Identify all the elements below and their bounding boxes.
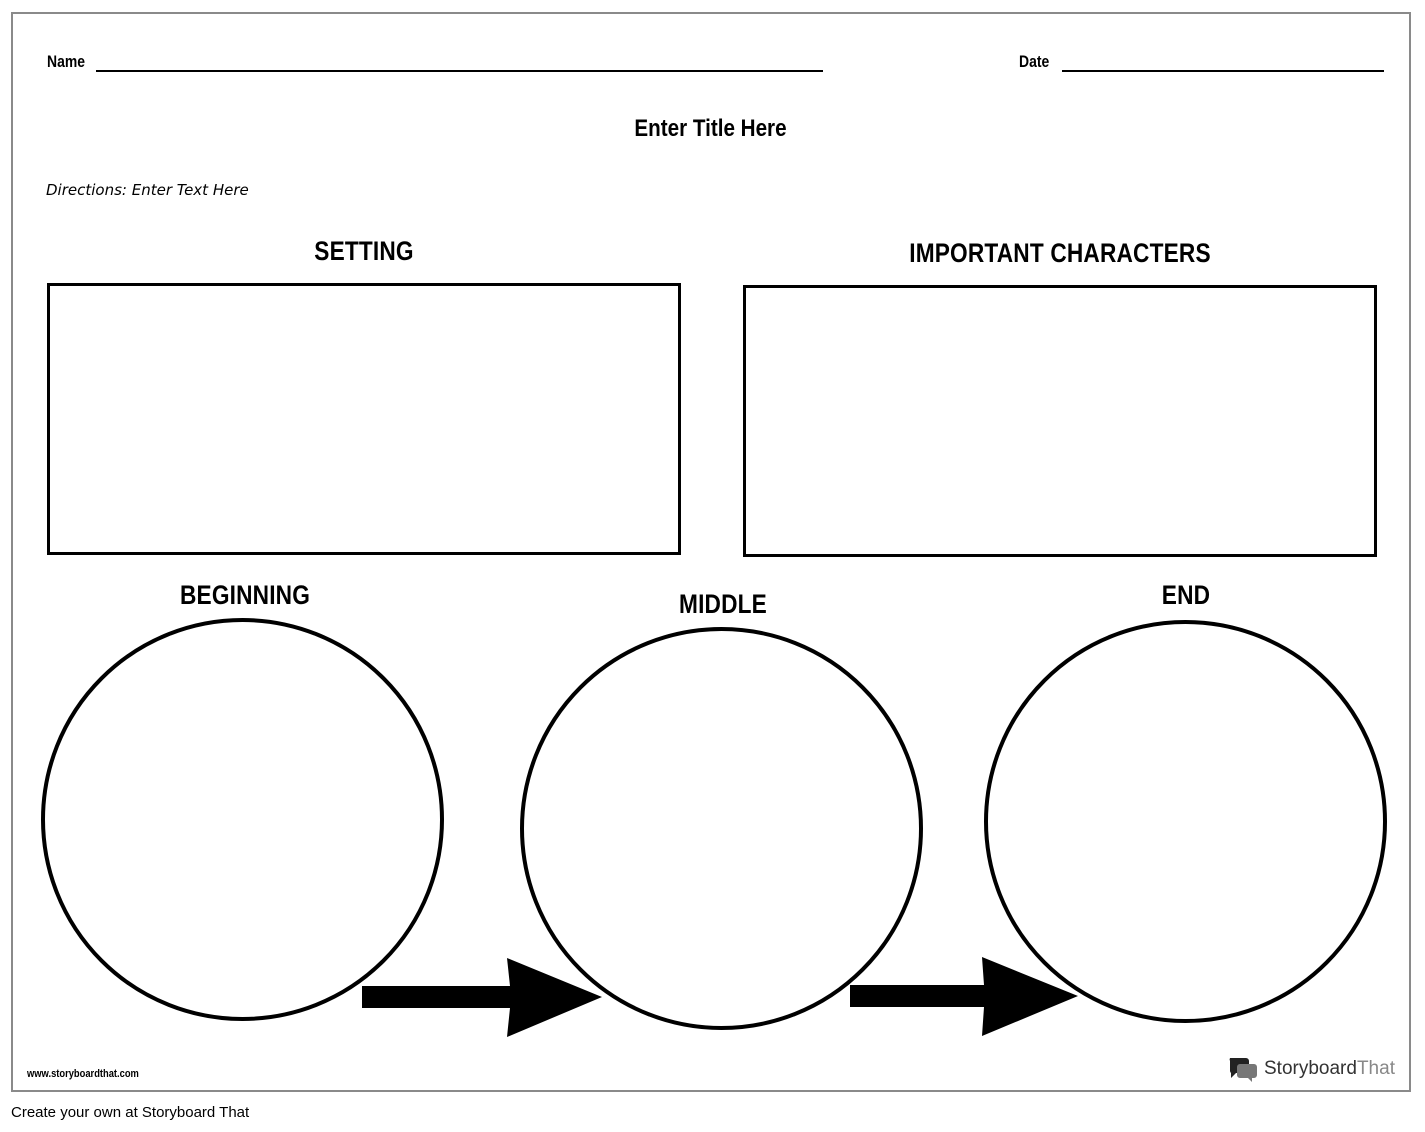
middle-heading: MIDDLE (679, 589, 767, 619)
beginning-circle[interactable] (41, 618, 444, 1021)
create-your-own-caption[interactable]: Create your own at Storyboard That (11, 1104, 250, 1121)
directions-text[interactable]: Directions: Enter Text Here (46, 181, 249, 199)
characters-heading: IMPORTANT CHARACTERS (909, 238, 1211, 268)
storyboardthat-logo: StoryboardThat (1228, 1056, 1395, 1082)
speech-bubbles-icon (1229, 1058, 1257, 1082)
name-label: Name (47, 52, 85, 71)
setting-box[interactable] (47, 283, 681, 555)
logo-text-that: That (1356, 1058, 1395, 1079)
website-url: www.storyboardthat.com (27, 1068, 139, 1080)
end-heading: END (1161, 580, 1211, 610)
arrow-right-icon (850, 957, 1078, 1036)
worksheet-title[interactable]: Enter Title Here (633, 115, 787, 142)
date-line[interactable] (1062, 70, 1384, 72)
arrow-right-icon (362, 958, 602, 1037)
characters-box[interactable] (743, 285, 1377, 557)
logo-text-storyboard: Storyboard (1264, 1058, 1357, 1079)
beginning-heading: BEGINNING (179, 580, 311, 610)
name-line[interactable] (96, 70, 823, 72)
date-label: Date (1019, 52, 1050, 71)
middle-circle[interactable] (520, 627, 923, 1030)
setting-heading: SETTING (314, 236, 414, 266)
end-circle[interactable] (984, 620, 1387, 1023)
